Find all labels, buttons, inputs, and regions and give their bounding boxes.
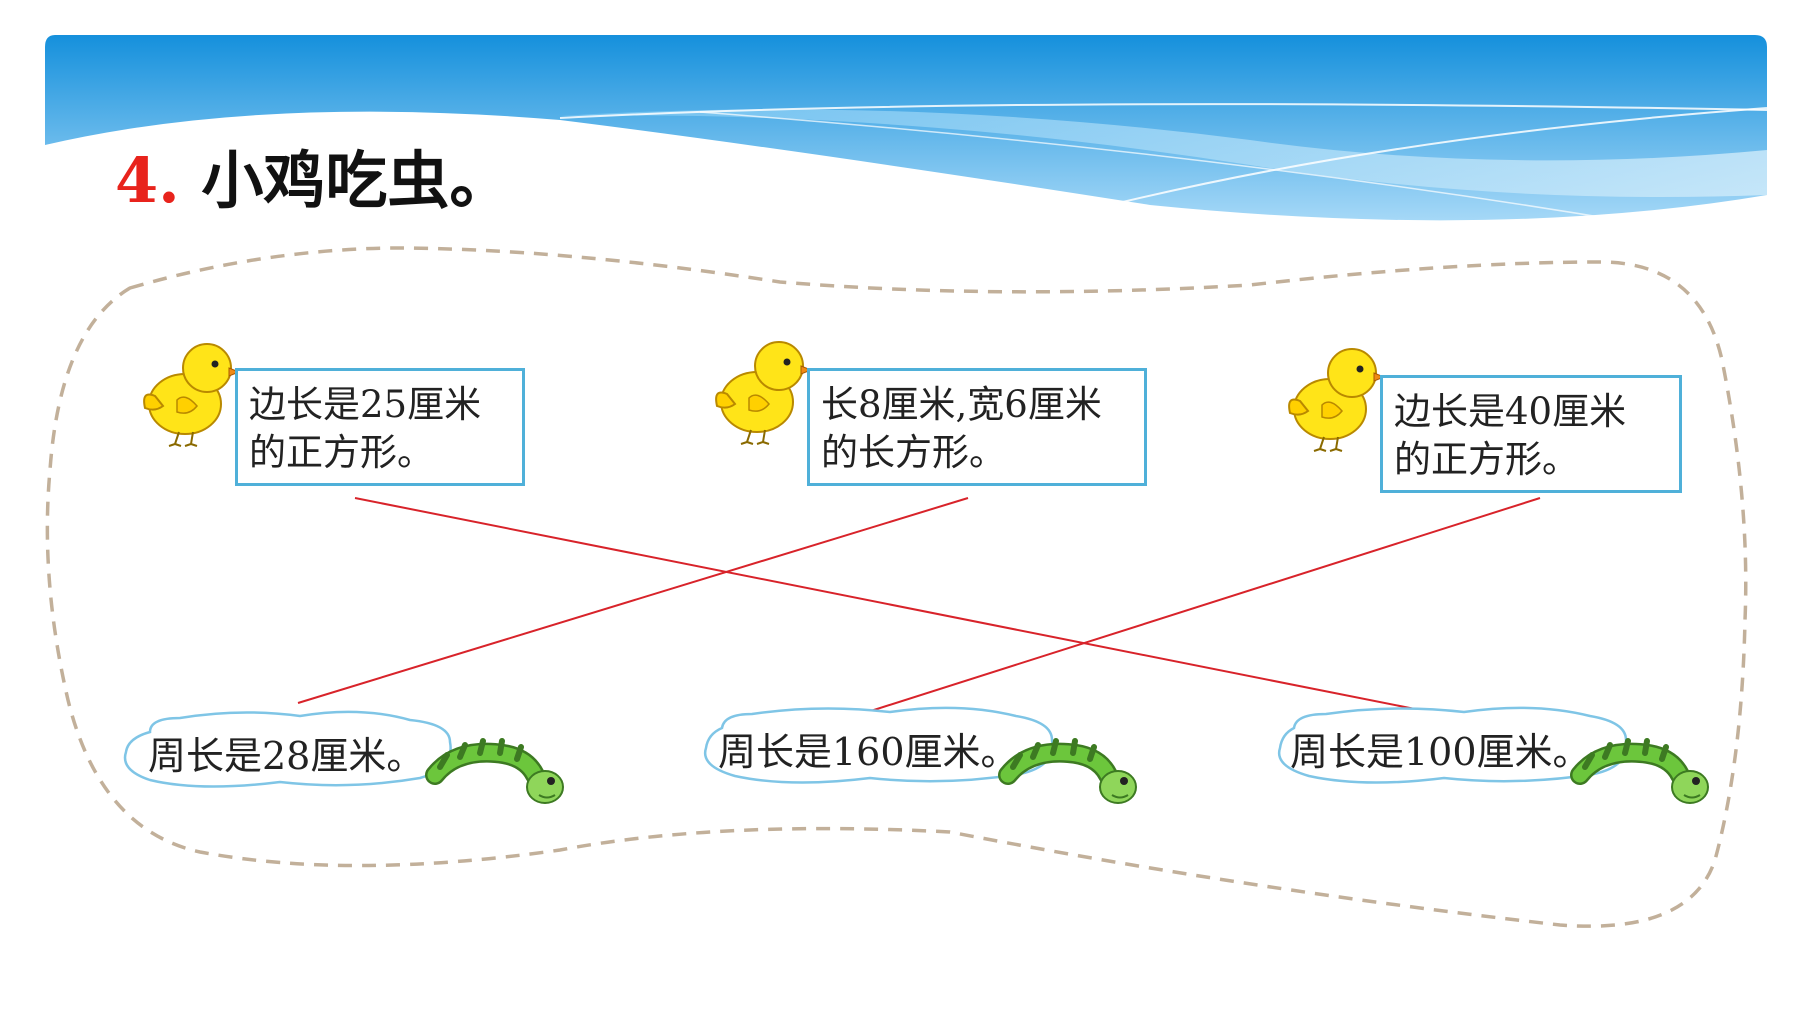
- exercise-title: 小鸡吃虫。: [201, 144, 512, 217]
- chick-card-2[interactable]: 长8厘米,宽6厘米 的长方形。: [807, 368, 1147, 486]
- chick-icon: [143, 343, 241, 447]
- chick-card-line-2: 的正方形。: [249, 431, 434, 474]
- caterpillar-icon: [425, 738, 564, 804]
- caterpillar-icon: [1570, 738, 1709, 804]
- chick-card-3[interactable]: 边长是40厘米 的正方形。: [1380, 375, 1682, 493]
- chick-card-line-1: 边长是25厘米: [249, 383, 482, 426]
- worm-label-1[interactable]: 周长是28厘米。: [148, 734, 425, 778]
- chick-icon: [1288, 348, 1386, 452]
- worm-label-2[interactable]: 周长是160厘米。: [718, 730, 1019, 774]
- chick-card-line-1: 边长是40厘米: [1394, 390, 1627, 433]
- chick-icon: [715, 341, 813, 445]
- chick-card-1[interactable]: 边长是25厘米 的正方形。: [235, 368, 525, 486]
- match-line-chick1-worm3: [354, 497, 1461, 719]
- worm-label-3[interactable]: 周长是100厘米。: [1290, 730, 1591, 774]
- exercise-number: 4.: [115, 144, 180, 217]
- caterpillar-icon: [998, 738, 1137, 804]
- chick-card-line-2: 的正方形。: [1394, 438, 1579, 481]
- dashed-frame: [45, 246, 1748, 928]
- chick-card-line-2: 的长方形。: [821, 431, 1006, 474]
- header-banner: [45, 35, 1768, 223]
- chick-card-line-1: 长8厘米,宽6厘米: [821, 383, 1102, 426]
- match-line-chick3-worm2: [854, 497, 1541, 717]
- match-line-chick2-worm1: [297, 497, 969, 704]
- page-title: 4. 小鸡吃虫。: [115, 130, 511, 220]
